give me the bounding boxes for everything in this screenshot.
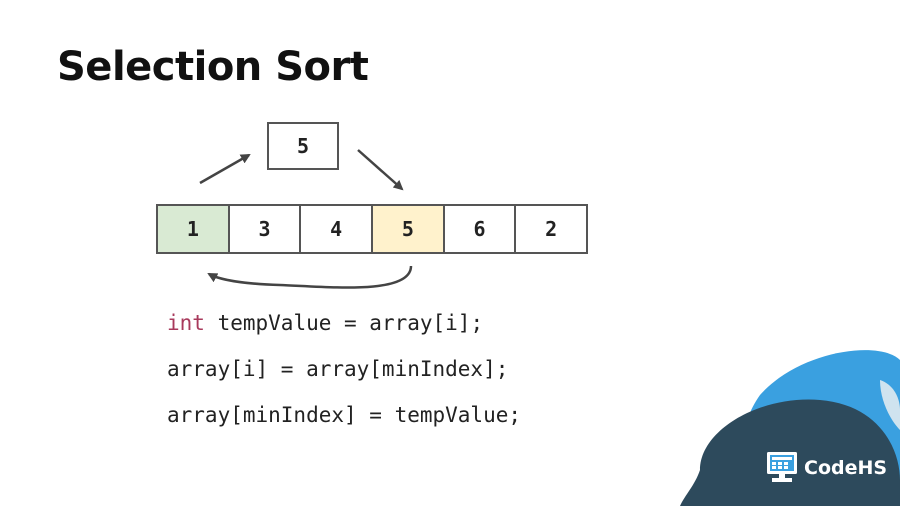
computer-icon (767, 452, 797, 482)
array-cell-value: 1 (186, 217, 199, 241)
array-cell: 5 (373, 206, 445, 252)
array-cell: 2 (516, 206, 587, 252)
slide-title: Selection Sort (57, 44, 369, 90)
arrow-min-to-first (207, 265, 413, 289)
array-cell: 6 (444, 206, 517, 252)
array-cell-value: 5 (401, 217, 414, 241)
array-cell: 3 (229, 206, 302, 252)
code-block: int tempValue = array[i]; array[i] = arr… (167, 306, 521, 444)
array-cell-value: 2 (545, 217, 558, 241)
array-cell: 1 (158, 206, 230, 252)
array-cell-value: 6 (473, 217, 486, 241)
code-keyword: int (167, 311, 205, 335)
codehs-logo: CodeHS (766, 451, 887, 485)
arrow-temp-to-min (357, 149, 404, 191)
array-cell-value: 4 (330, 217, 343, 241)
code-line-2: array[i] = array[minIndex]; (167, 357, 509, 381)
array-cell-value: 3 (258, 217, 271, 241)
code-line-1: int tempValue = array[i]; (167, 306, 521, 352)
arrow-up-to-temp (199, 153, 251, 185)
array-row: 1 3 4 5 6 2 (156, 204, 588, 254)
temp-value-box: 5 (267, 122, 339, 170)
code-line-3: array[minIndex] = tempValue; (167, 403, 522, 427)
code-text: tempValue = array[i]; (204, 311, 484, 335)
array-cell: 4 (301, 206, 374, 252)
logo-text: CodeHS (804, 457, 888, 479)
